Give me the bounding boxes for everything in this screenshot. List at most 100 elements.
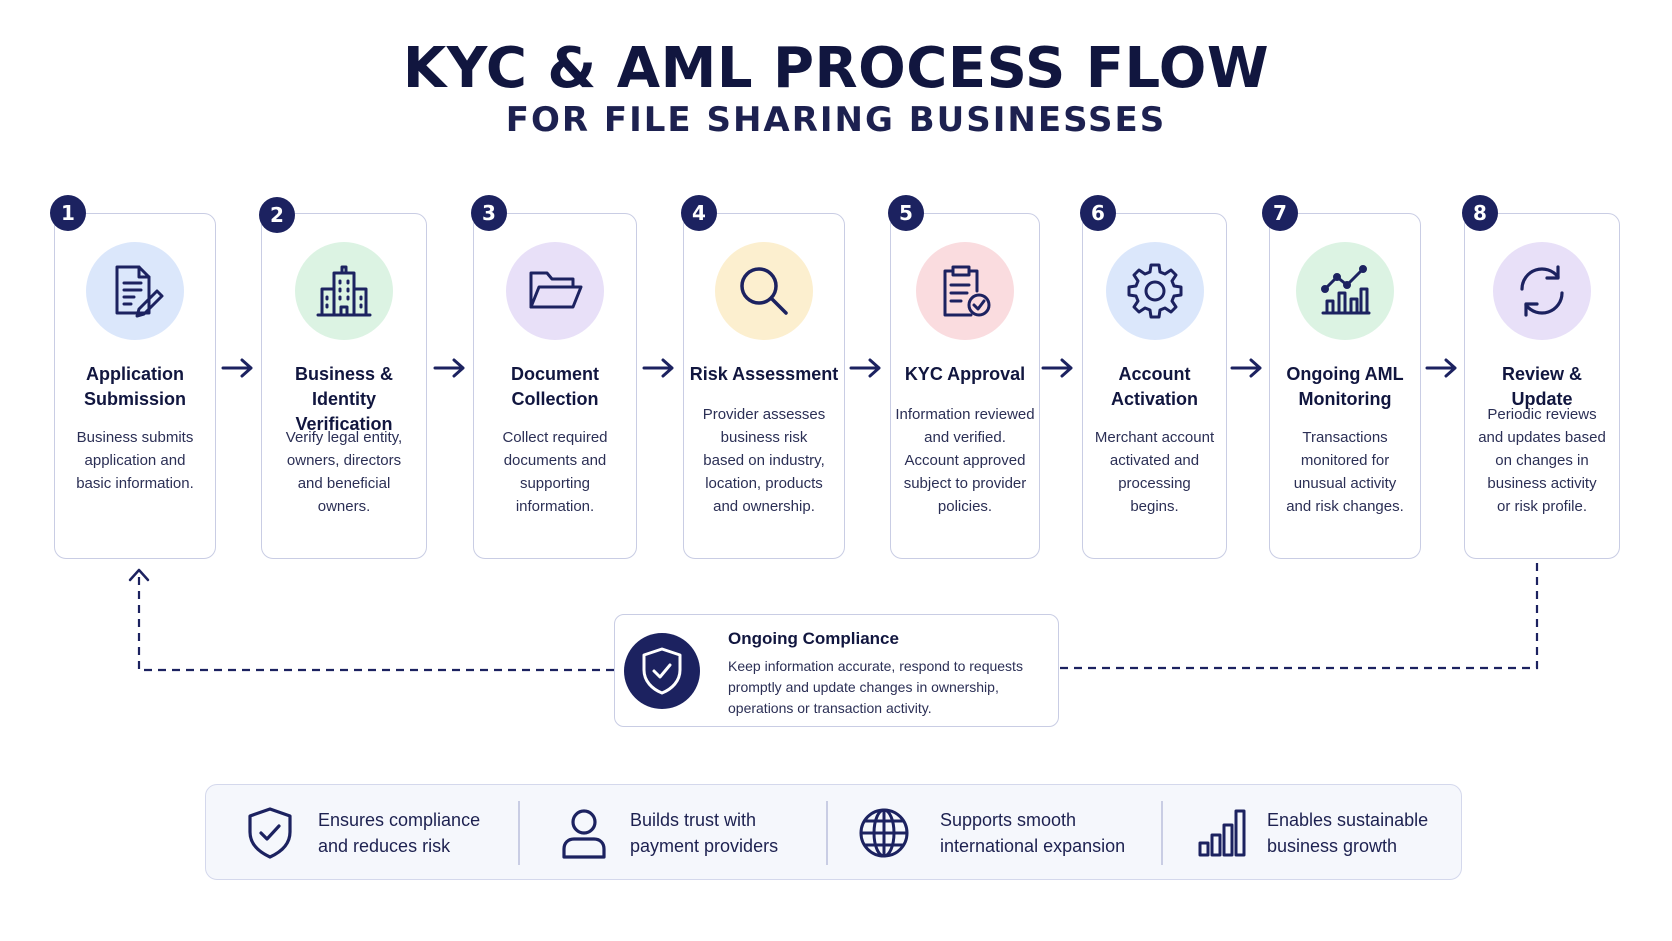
benefit-compliance: Ensures compliance and reduces risk [206, 785, 516, 881]
step-6-icon-circle [1105, 242, 1204, 340]
step-4-desc-line: Provider assesses [702, 406, 826, 423]
step-5-title-line1: KYC Approval [904, 364, 1026, 384]
compliance-desc-line: promptly and update changes in ownership… [728, 679, 999, 695]
flow-arrow-1-2 [221, 358, 253, 378]
flow-arrow-2-3 [433, 358, 465, 378]
benefit-compliance-text: Ensures compliance and reduces risk [318, 807, 548, 859]
step-8-title: Review & Update [1469, 362, 1615, 412]
compliance-desc-line: Keep information accurate, respond to re… [728, 658, 1023, 674]
step-6-desc-line: Merchant account [1094, 429, 1215, 446]
benefit-line: international expansion [940, 836, 1126, 856]
benefit-trust: Builds trust with payment providers [520, 785, 820, 881]
step-3-title-line1: Document [510, 364, 599, 384]
step-6-desc-line: begins. [1130, 498, 1179, 515]
flow-arrow-4-5 [849, 358, 881, 378]
step-7-description: Transactions monitored for unusual activ… [1278, 426, 1412, 518]
step-2-icon-circle [295, 242, 393, 340]
step-4-desc-line: location, products [705, 475, 823, 492]
flow-arrow-3-4 [642, 358, 674, 378]
step-7-desc-line: Transactions [1302, 429, 1388, 446]
step-1-icon-circle [86, 242, 184, 340]
step-8-desc-line: business activity [1487, 475, 1597, 492]
step-3-title-line2: Collection [511, 389, 599, 409]
step-5-desc-line: Account approved [904, 452, 1026, 469]
step-4-desc-line: and ownership. [713, 498, 815, 515]
step-2-title-line2: Identity Verification [295, 389, 393, 434]
step-5-title: KYC Approval [895, 362, 1035, 387]
step-card-1: Application Submission Business submits … [54, 213, 216, 559]
step-4-desc-line: business risk [720, 429, 808, 446]
benefit-growth-text: Enables sustainable business growth [1267, 807, 1497, 859]
step-card-3: Document Collection Collect required doc… [473, 213, 637, 559]
globe-icon [859, 808, 909, 858]
step-6-title-line2: Activation [1110, 389, 1198, 409]
benefit-growth: Enables sustainable business growth [1163, 785, 1461, 881]
step-2-desc-line: Verify legal entity, [285, 429, 403, 446]
benefit-line: Builds trust with [630, 810, 757, 830]
step-6-desc-line: activated and [1109, 452, 1200, 469]
benefit-line: Ensures compliance [318, 810, 481, 830]
benefit-line: and reduces risk [318, 836, 451, 856]
step-8-desc-line: or risk profile. [1496, 498, 1588, 515]
step-3-title: Document Collection [478, 362, 632, 412]
page-subtitle: FOR FILE SHARING BUSINESSES [505, 100, 1167, 140]
step-7-title-line1: Ongoing AML [1286, 364, 1404, 384]
step-4-description: Provider assesses business risk based on… [692, 403, 836, 518]
step-7-icon-circle [1296, 242, 1394, 340]
loop-line-left [137, 572, 614, 672]
benefit-divider [518, 801, 520, 865]
step-7-desc-line: monitored for [1300, 452, 1390, 469]
document-edit-icon [115, 265, 164, 318]
step-3-desc-line: supporting [519, 475, 591, 492]
step-3-description: Collect required documents and supportin… [482, 426, 628, 518]
loop-arrowhead-up [128, 568, 150, 582]
step-1-title-line2: Submission [83, 389, 186, 409]
step-6-description: Merchant account activated and processin… [1091, 426, 1218, 518]
step-8-desc-line: on changes in [1495, 452, 1589, 469]
step-6-desc-line: processing [1118, 475, 1191, 492]
step-5-desc-line: subject to provider [903, 475, 1027, 492]
step-5-icon-circle [916, 242, 1014, 340]
step-2-description: Verify legal entity, owners, directors a… [270, 426, 418, 518]
user-icon [562, 809, 606, 859]
bar-chart-icon [1198, 809, 1246, 857]
step-1-desc-line: application and [84, 452, 186, 469]
step-4-desc-line: based on industry, [703, 452, 825, 469]
step-5-desc-line: Information reviewed [895, 406, 1035, 423]
compliance-title: Ongoing Compliance [728, 629, 899, 648]
step-8-desc-line: Periodic reviews [1487, 406, 1597, 423]
step-2-desc-line: owners, directors [286, 452, 402, 469]
step-4-title: Risk Assessment [688, 362, 840, 387]
step-number-badge-7: 7 [1262, 195, 1298, 231]
page-title: KYC & AML PROCESS FLOW [402, 36, 1270, 101]
refresh-icon [1520, 265, 1564, 317]
benefit-line: business growth [1267, 836, 1398, 856]
folder-icon [529, 271, 583, 309]
step-8-icon-circle [1493, 242, 1591, 340]
step-8-description: Periodic reviews and updates based on ch… [1469, 403, 1615, 518]
compliance-shield-icon-circle [624, 633, 700, 709]
benefits-bar: Ensures compliance and reduces risk Buil… [205, 784, 1462, 880]
step-1-desc-line: basic information. [76, 475, 194, 492]
step-card-8: Review & Update Periodic reviews and upd… [1464, 213, 1620, 559]
clipboard-check-icon [943, 265, 991, 317]
step-card-2: Business & Identity Verification Verify … [261, 213, 427, 559]
step-number-badge-6: 6 [1080, 195, 1116, 231]
step-card-5: KYC Approval Information reviewed and ve… [890, 213, 1040, 559]
step-3-desc-line: information. [515, 498, 595, 515]
benefit-divider [1161, 801, 1163, 865]
step-4-icon-circle [715, 242, 813, 340]
benefit-line: payment providers [630, 836, 779, 856]
step-card-4: Risk Assessment Provider assesses busine… [683, 213, 845, 559]
step-8-desc-line: and updates based [1478, 429, 1606, 446]
step-number-badge-1: 1 [50, 195, 86, 231]
step-number-badge-8: 8 [1462, 195, 1498, 231]
step-card-7: Ongoing AML Monitoring Transactions moni… [1269, 213, 1421, 559]
step-1-description: Business submits application and basic i… [63, 426, 207, 495]
benefit-expansion: Supports smooth international expansion [828, 785, 1158, 881]
step-7-title: Ongoing AML Monitoring [1274, 362, 1416, 412]
step-number-badge-3: 3 [471, 195, 507, 231]
benefit-expansion-text: Supports smooth international expansion [940, 807, 1170, 859]
step-number-badge-2: 2 [259, 197, 295, 233]
shield-check-icon [248, 807, 292, 859]
